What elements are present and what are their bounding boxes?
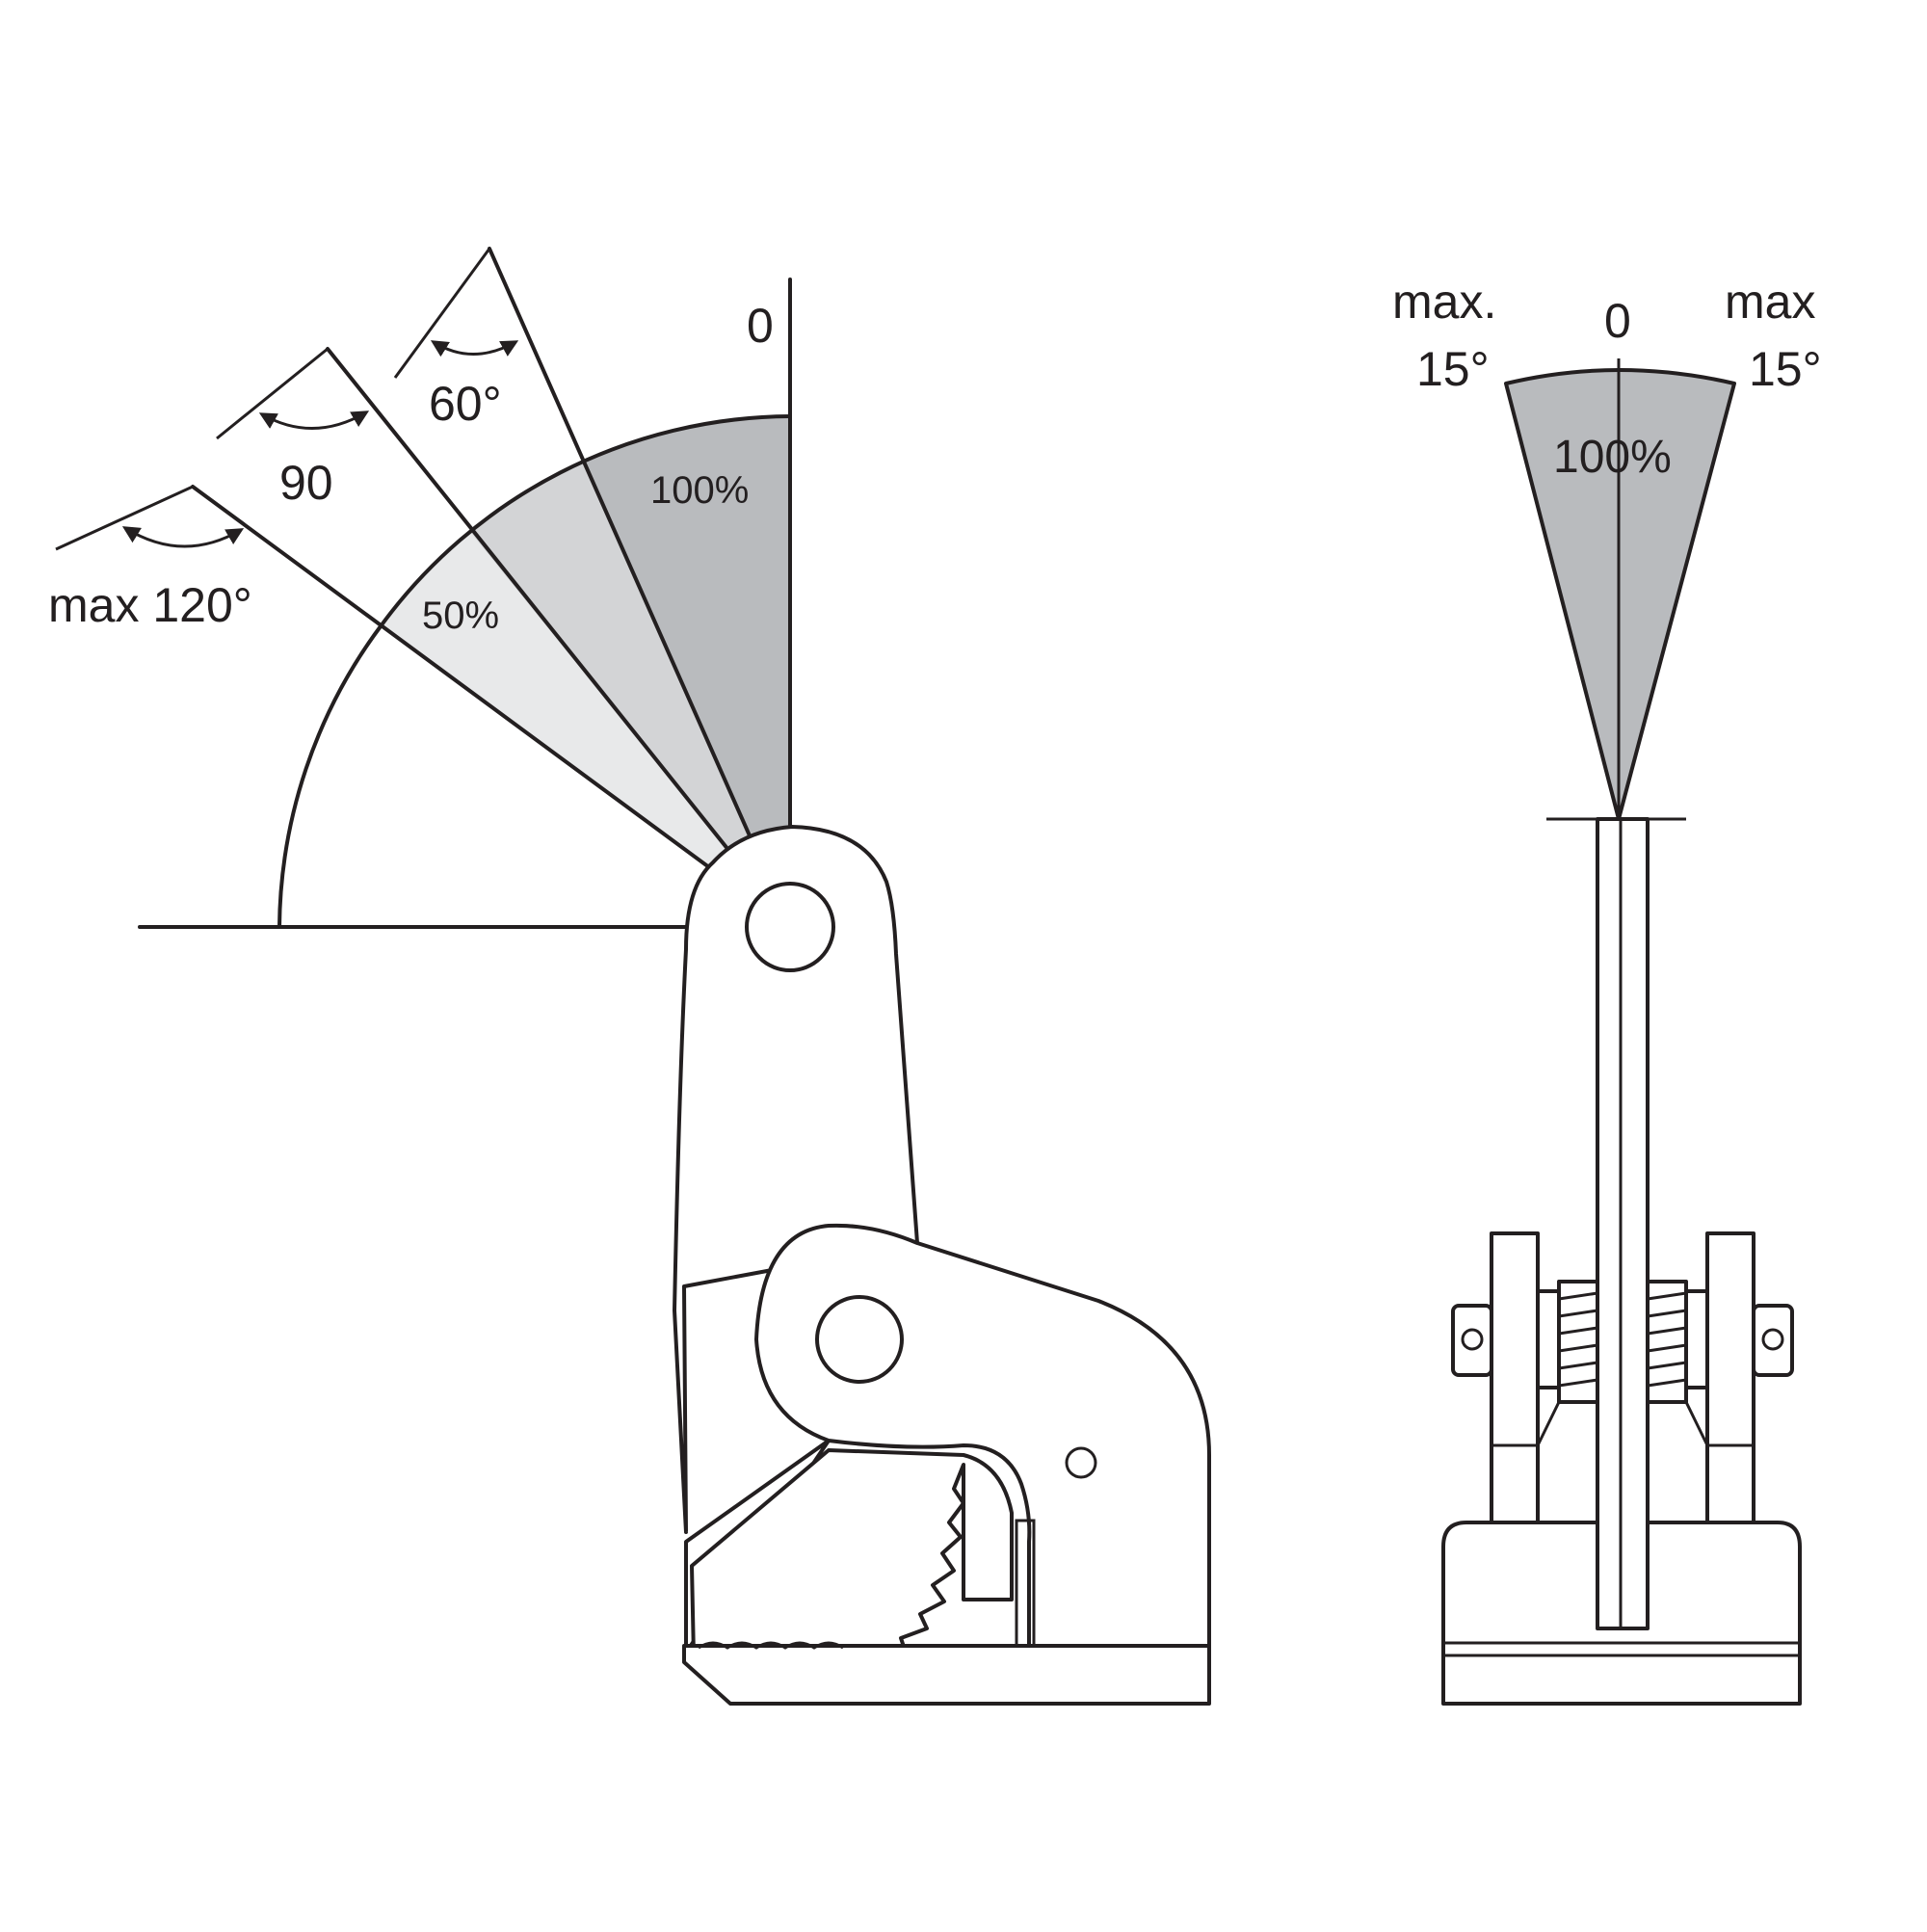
zone-arc	[379, 414, 792, 628]
right-side-plate	[1705, 1231, 1755, 1524]
line-90	[326, 347, 792, 929]
left-view: 0 60° 90 max 120° 100% 50%	[48, 247, 1211, 1706]
left-max-label-line1: max.	[1392, 275, 1496, 329]
outer-arc	[277, 624, 383, 929]
left-bolt-housing	[1451, 1304, 1493, 1377]
small-hole	[1065, 1446, 1097, 1479]
clamp-lifting-arm	[673, 825, 919, 1534]
arrow-90	[258, 410, 370, 430]
line-120	[191, 485, 792, 929]
zero-label-right: 0	[1604, 294, 1631, 348]
left-spacer	[1536, 1289, 1561, 1389]
sector-50-percent	[381, 532, 790, 927]
zero-label: 0	[747, 299, 774, 353]
right-bolt-housing	[1752, 1304, 1794, 1377]
zone-label-50: 50%	[422, 595, 499, 637]
line-60	[488, 247, 792, 929]
arrow-60	[430, 340, 519, 357]
left-spring	[1557, 1280, 1599, 1404]
left-max-label-line2: 15°	[1416, 342, 1490, 396]
right-max-label-line2: 15°	[1749, 342, 1822, 396]
angle-label-60: 60°	[429, 377, 502, 431]
pivot-hole	[815, 1295, 904, 1384]
lifting-eye-hole	[745, 882, 835, 972]
clamp-cam	[690, 1448, 1014, 1659]
clamp-base-jaw	[682, 1644, 1211, 1706]
clamp-front-arm	[1596, 817, 1650, 1630]
arrow-120	[121, 526, 245, 548]
left-bolt-icon	[1461, 1328, 1484, 1351]
sector-100-percent	[581, 415, 790, 927]
right-spring	[1646, 1280, 1688, 1404]
right-spacer	[1684, 1289, 1709, 1389]
zone-label-100: 100%	[650, 469, 749, 512]
angle-label-90: 90	[279, 456, 333, 510]
zone-label-right: 100%	[1553, 432, 1672, 483]
right-view: 0 max. 15° max 15° 100%	[1392, 275, 1822, 1706]
angle-label-120: max 120°	[48, 578, 252, 632]
left-side-plate	[1490, 1231, 1540, 1524]
right-bolt-icon	[1761, 1328, 1784, 1351]
sector-mid	[470, 461, 790, 927]
right-max-label-line1: max	[1725, 275, 1815, 329]
